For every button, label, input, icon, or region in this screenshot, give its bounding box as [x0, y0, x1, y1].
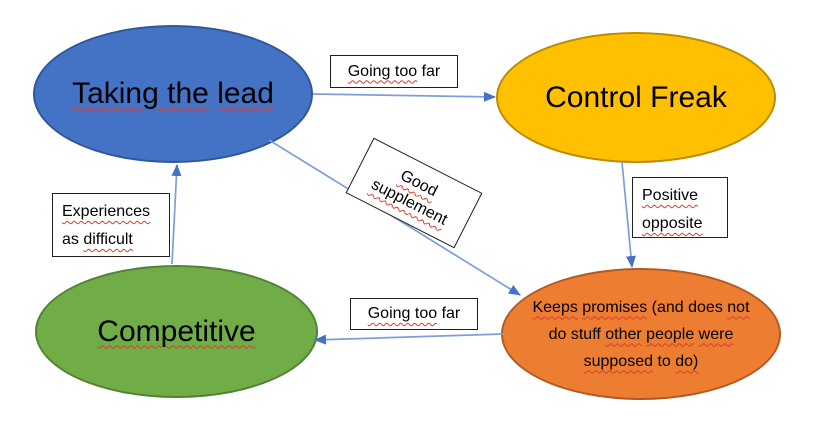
arrow-competitive-to-taking-lead[interactable] — [171, 164, 182, 265]
label-going-too-far-top[interactable]: Going too far — [330, 55, 458, 88]
node-competitive[interactable]: Competitive — [35, 265, 318, 398]
label-going-too-far-bottom[interactable]: Going too far — [350, 298, 478, 330]
arrow-keeps-promises-to-competitive[interactable] — [314, 333, 504, 345]
node-control-freak-label: Control Freak — [545, 80, 727, 114]
node-taking-the-lead-label: Taking the lead — [72, 77, 274, 110]
node-competitive-label: Competitive — [97, 314, 256, 348]
label-going-too-far-bottom-text: Going too far — [367, 305, 461, 322]
node-taking-the-lead[interactable]: Taking the lead — [33, 25, 313, 163]
node-control-freak[interactable]: Control Freak — [496, 32, 776, 163]
arrow-control-freak-to-keeps-promises[interactable] — [621, 161, 636, 268]
label-going-too-far-top-text: Going too far — [347, 62, 441, 80]
arrow-taking-lead-to-control-freak[interactable] — [312, 91, 496, 102]
